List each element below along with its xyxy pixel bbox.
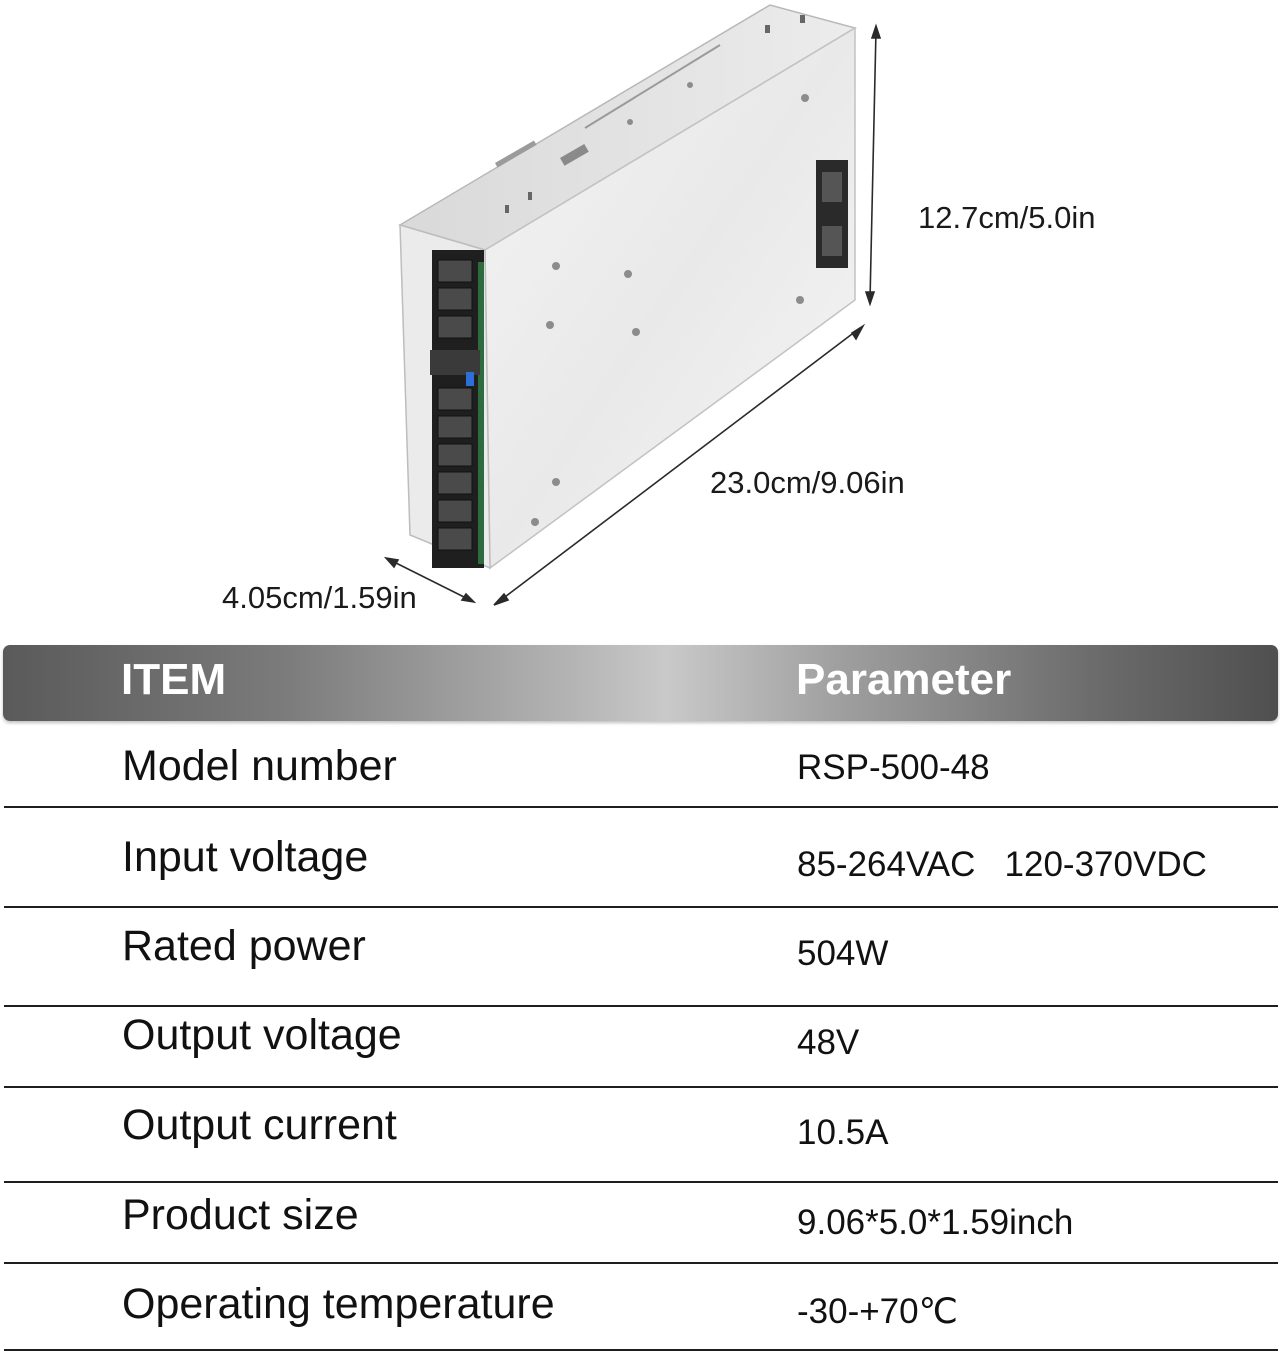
row-divider	[4, 1086, 1278, 1088]
header-parameter-label: Parameter	[796, 655, 1012, 704]
power-supply-illustration	[383, 4, 882, 606]
spec-item-name: Operating temperature	[122, 1280, 555, 1328]
height-dimension-label: 12.7cm/5.0in	[918, 200, 1096, 235]
spec-item-name: Product size	[122, 1191, 359, 1239]
spec-item-value: 85-264VAC 120-370VDC	[797, 845, 1207, 884]
spec-table-header: ITEM Parameter	[3, 645, 1278, 721]
spec-item-name: Model number	[122, 742, 397, 790]
row-divider	[4, 906, 1278, 908]
spec-item-value: -30-+70℃	[797, 1292, 958, 1331]
spec-item-name: Rated power	[122, 922, 366, 970]
row-divider	[4, 1181, 1278, 1183]
spec-item-value: 9.06*5.0*1.59inch	[797, 1203, 1074, 1242]
row-divider	[4, 1349, 1278, 1351]
row-divider	[4, 1262, 1278, 1264]
row-divider	[4, 1005, 1278, 1007]
spec-item-value: 10.5A	[797, 1113, 889, 1152]
spec-item-value: 504W	[797, 934, 889, 973]
width-dimension-label: 4.05cm/1.59in	[222, 580, 417, 615]
row-divider	[4, 806, 1278, 808]
spec-item-name: Output current	[122, 1101, 397, 1149]
length-dimension-label: 23.0cm/9.06in	[710, 465, 905, 500]
spec-item-name: Output voltage	[122, 1011, 402, 1059]
spec-item-value: RSP-500-48	[797, 748, 990, 787]
header-item-label: ITEM	[121, 655, 227, 704]
spec-item-name: Input voltage	[122, 833, 369, 881]
spec-item-value: 48V	[797, 1023, 860, 1062]
